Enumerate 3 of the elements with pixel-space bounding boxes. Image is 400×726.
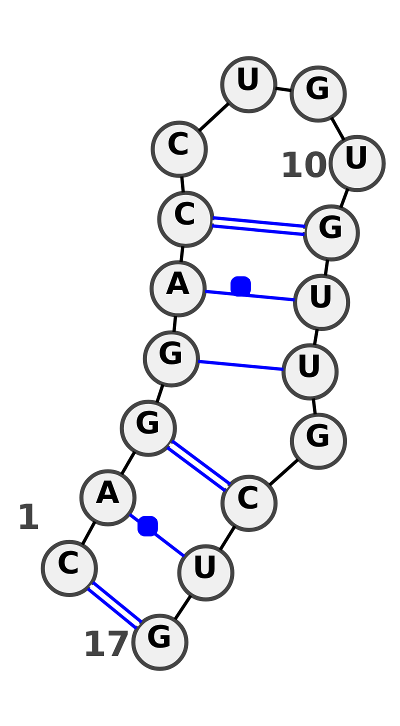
node-label: 1 [16,497,40,538]
node-label: 10 [280,145,328,186]
node-label: 17 [82,624,131,664]
